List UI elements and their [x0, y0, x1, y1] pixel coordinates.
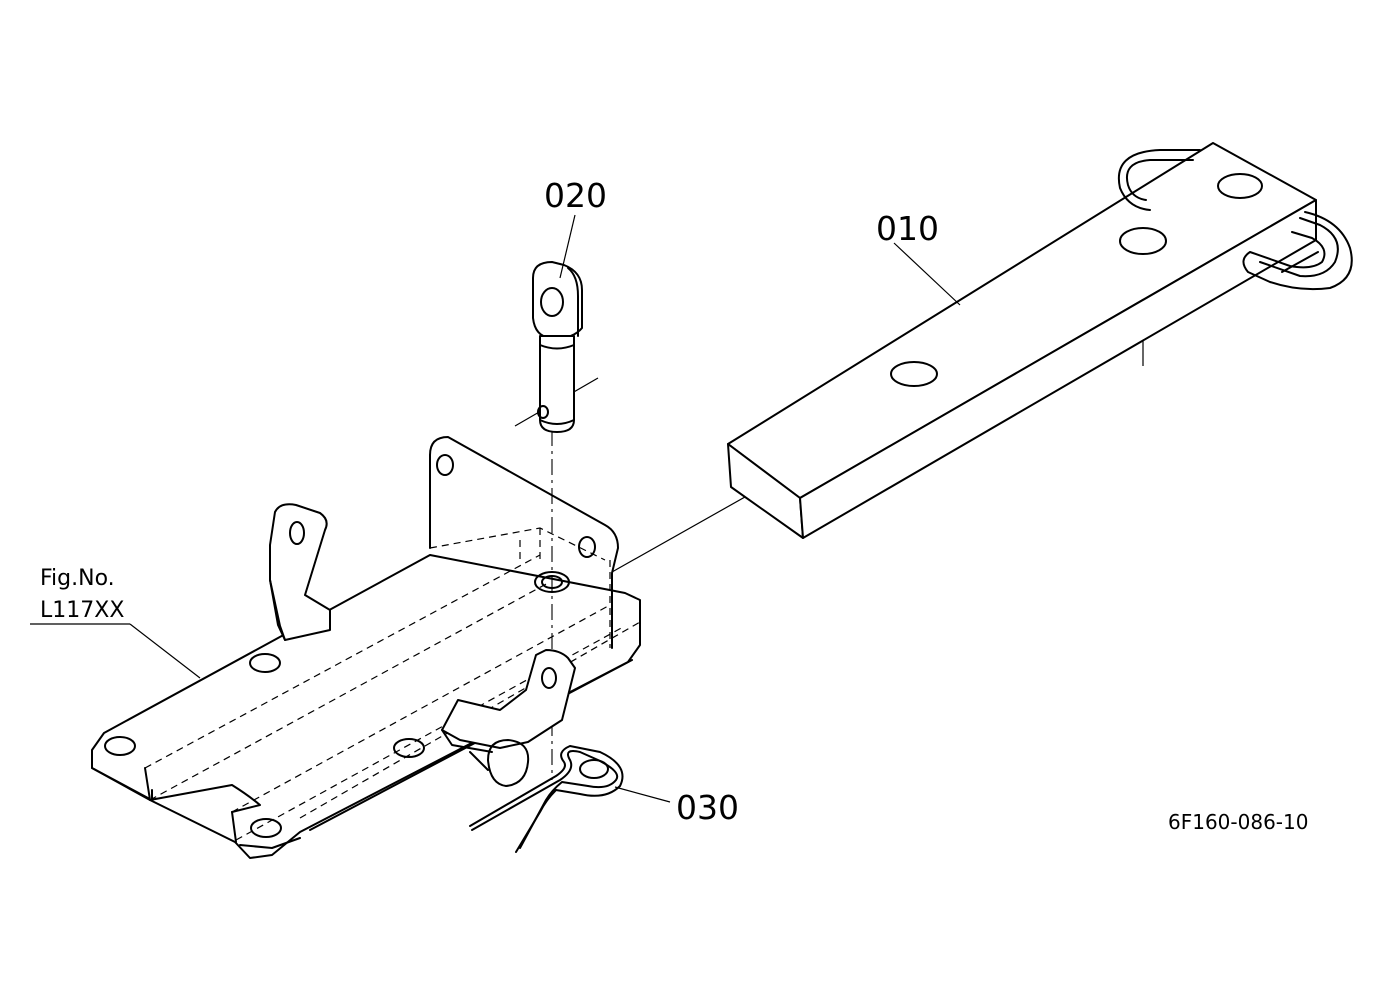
leader-lines	[30, 214, 961, 803]
clevis-pin-part-020	[532, 261, 583, 433]
drawing-number: 6F160-086-10	[1168, 810, 1308, 834]
figure-reference-line1: Fig.No.	[40, 566, 115, 591]
leader-010	[893, 242, 961, 306]
figure-reference-line2: L117XX	[40, 598, 124, 623]
callout-020: 020	[544, 176, 607, 215]
drawbar-part-010	[727, 142, 1353, 539]
leader-030	[614, 786, 671, 803]
r-clip-part-030	[469, 745, 624, 853]
callout-030: 030	[676, 788, 739, 827]
leader-020	[559, 214, 576, 279]
leader-figref	[129, 623, 201, 679]
callout-010: 010	[876, 209, 939, 248]
base-plate-assembly	[91, 436, 641, 859]
